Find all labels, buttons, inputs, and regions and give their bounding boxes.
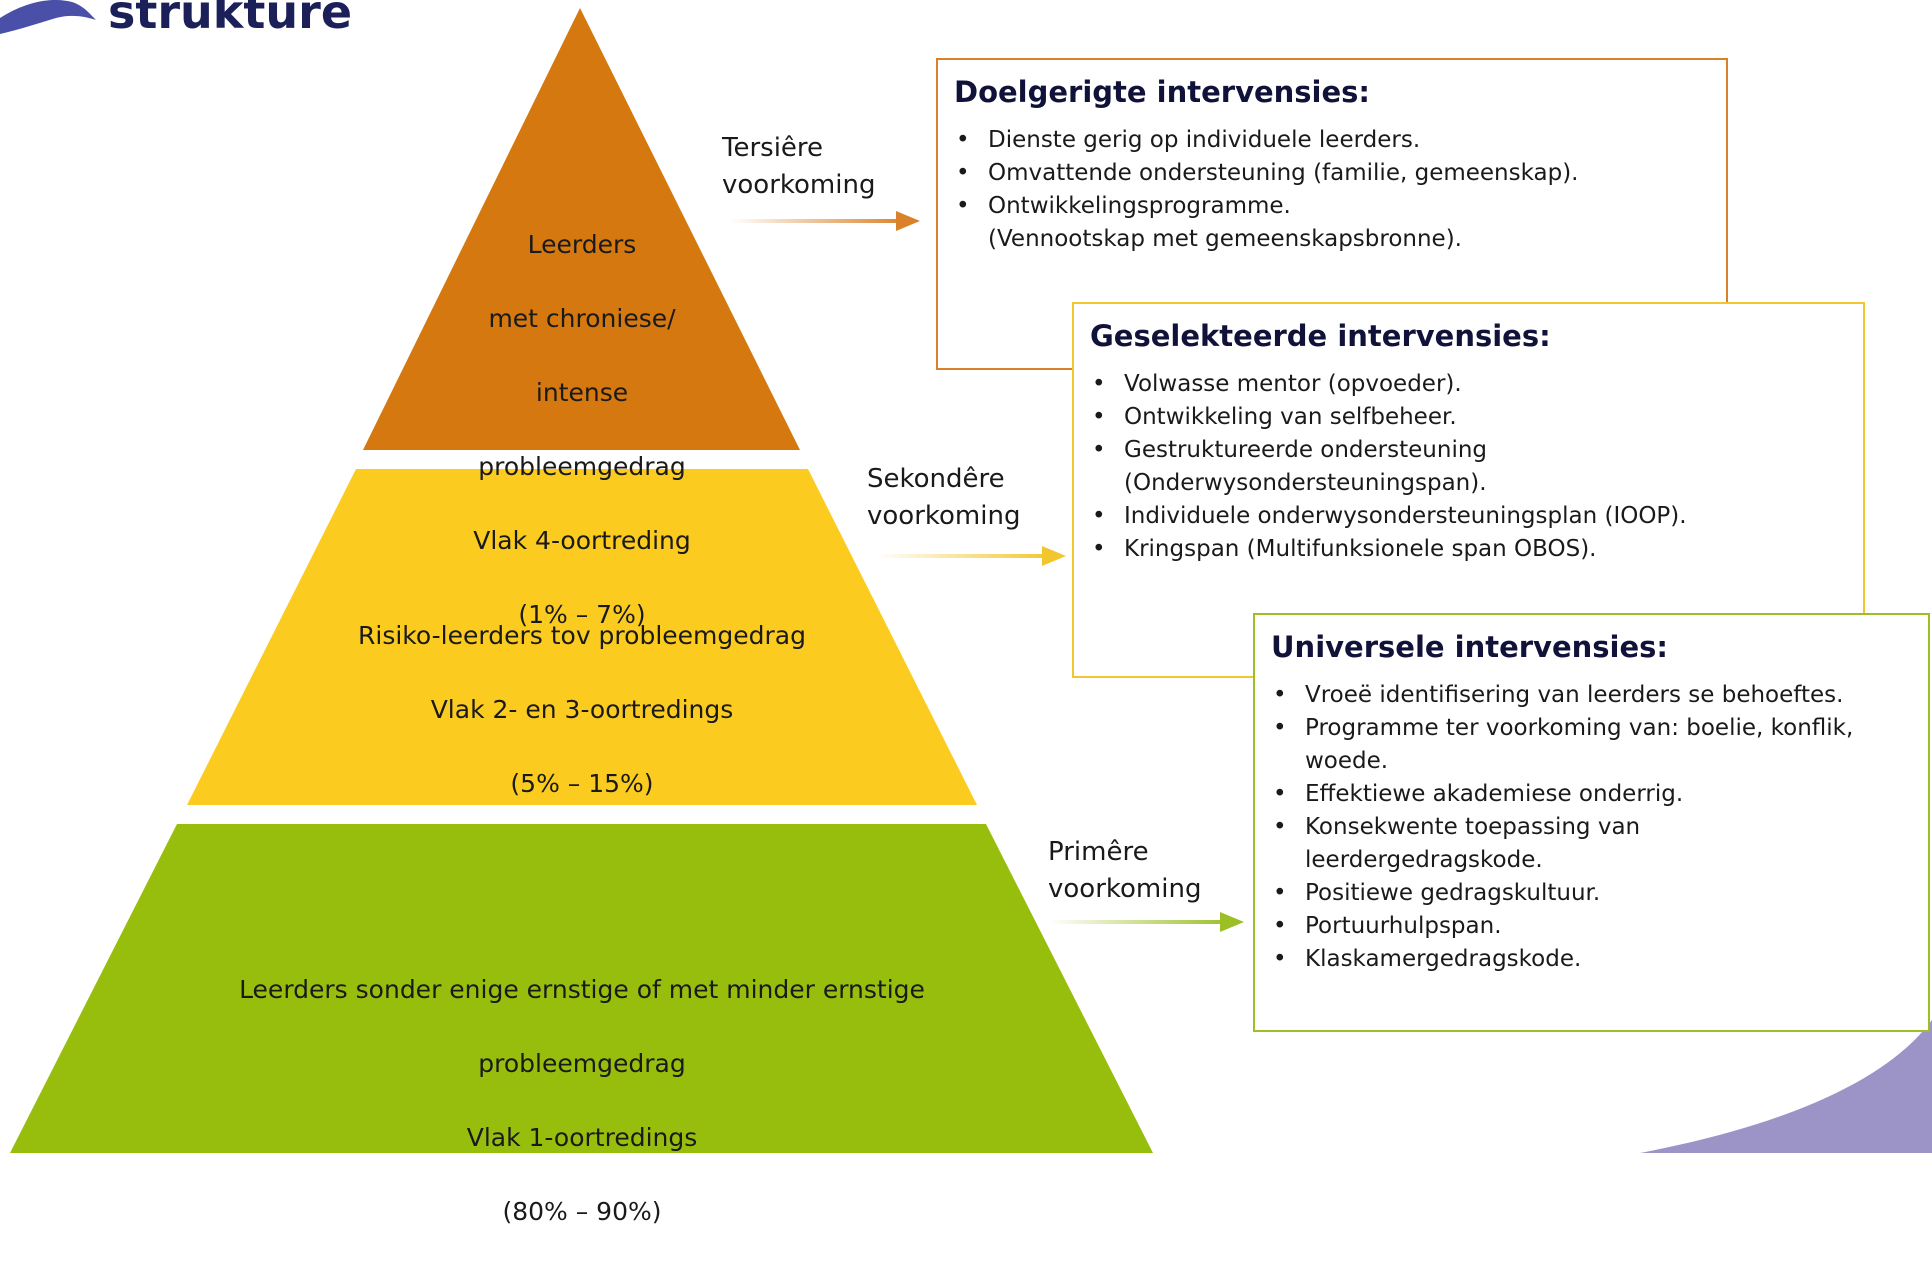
list-item-text: Ontwikkeling van selfbeheer. — [1124, 404, 1457, 430]
arrow-secondary-icon — [875, 546, 1066, 566]
universal-interventions-title: Universele intervensies: — [1271, 630, 1669, 664]
list-item-text: leerdergedragskode. — [1305, 847, 1543, 873]
list-item-text: (Vennootskap met gemeenskapsbronne). — [988, 226, 1462, 252]
pyramid-diagram: strukture Leerders met chroniese/ intens… — [0, 0, 1932, 1226]
universal-interventions-box: Universele intervensies: •Vroeë identifi… — [1253, 613, 1930, 1032]
list-item-text: Kringspan (Multifunksionele span OBOS). — [1124, 536, 1597, 562]
tier-middle-line: (5% – 15%) — [510, 769, 654, 798]
list-item: •Portuurhulpspan. — [1271, 910, 1914, 943]
logo-swoosh-icon — [0, 0, 96, 34]
prevention-label-line: Primêre — [1048, 837, 1149, 867]
targeted-interventions-title: Doelgerigte intervensies: — [954, 75, 1371, 109]
tier-bottom-line: probleemgedrag — [478, 1049, 686, 1078]
list-item-text: Programme ter voorkoming van: boelie, ko… — [1305, 715, 1854, 741]
pyramid-tier-top — [363, 8, 800, 450]
list-item: •Ontwikkeling van selfbeheer. — [1090, 401, 1847, 434]
secondary-prevention-label: Sekondêre voorkoming — [867, 461, 1020, 535]
prevention-label-line: Sekondêre — [867, 464, 1005, 494]
list-item: •Klaskamergedragskode. — [1271, 943, 1914, 976]
list-item-text: (Onderwysondersteuningspan). — [1124, 470, 1487, 496]
list-item-text: Positiewe gedragskultuur. — [1305, 880, 1601, 906]
list-item: •Ontwikkelingsprogramme.(Vennootskap met… — [954, 190, 1710, 256]
prevention-label-line: Tersiêre — [722, 133, 824, 163]
corner-swoosh-shape — [1640, 1020, 1932, 1153]
list-item: •Individuele onderwysondersteuningsplan … — [1090, 500, 1847, 533]
tier-middle-line: Vlak 2- en 3-oortredings — [430, 695, 734, 724]
tier-top-line: probleemgedrag — [478, 452, 686, 481]
tier-top-line: Leerders — [527, 230, 637, 259]
arrow-tertiary-icon — [730, 211, 920, 231]
prevention-label-line: voorkoming — [867, 501, 1021, 531]
tier-bottom-line: Vlak 1-oortredings — [466, 1123, 698, 1152]
targeted-interventions-list: •Dienste gerig op individuele leerders. … — [954, 124, 1710, 256]
selected-interventions-list: •Volwasse mentor (opvoeder). •Ontwikkeli… — [1090, 368, 1847, 566]
list-item: •Omvattende ondersteuning (familie, geme… — [954, 157, 1710, 190]
list-item-text: Omvattende ondersteuning (familie, gemee… — [988, 160, 1579, 186]
list-item-text: woede. — [1305, 748, 1389, 774]
list-item-text: Portuurhulpspan. — [1305, 913, 1502, 939]
diagram-graphics — [0, 0, 1932, 1153]
list-item: •Programme ter voorkoming van: boelie, k… — [1271, 712, 1914, 778]
tier-top-line: (1% – 7%) — [518, 600, 646, 629]
list-item: •Volwasse mentor (opvoeder). — [1090, 368, 1847, 401]
list-item: •Kringspan (Multifunksionele span OBOS). — [1090, 533, 1847, 566]
universal-interventions-list: •Vroeë identifisering van leerders se be… — [1271, 679, 1914, 976]
list-item-text: Volwasse mentor (opvoeder). — [1124, 371, 1462, 397]
tier-bottom-line: Leerders sonder enige ernstige of met mi… — [239, 975, 925, 1004]
list-item-text: Individuele onderwysondersteuningsplan (… — [1124, 503, 1687, 529]
prevention-label-line: voorkoming — [1048, 874, 1202, 904]
list-item: •Gestruktureerde ondersteuning(Onderwyso… — [1090, 434, 1847, 500]
tier-bottom-line: (80% – 90%) — [502, 1197, 662, 1226]
list-item-text: Dienste gerig op individuele leerders. — [988, 127, 1421, 153]
list-item-text: Vroeë identifisering van leerders se beh… — [1305, 682, 1844, 708]
list-item: •Effektiewe akademiese onderrig. — [1271, 778, 1914, 811]
prevention-label-line: voorkoming — [722, 170, 876, 200]
tier-middle-line: Risiko-leerders tov probleemgedrag — [358, 621, 806, 650]
logo-text: strukture — [108, 0, 353, 39]
list-item-text: Effektiewe akademiese onderrig. — [1305, 781, 1684, 807]
arrow-primary-icon — [1050, 912, 1244, 932]
tertiary-prevention-label: Tersiêre voorkoming — [722, 130, 875, 204]
tier-top-line: intense — [535, 378, 629, 407]
list-item: •Positiewe gedragskultuur. — [1271, 877, 1914, 910]
tier-bottom-text: Leerders sonder enige ernstige of met mi… — [152, 934, 1012, 1267]
pyramid-tier-middle — [187, 469, 977, 805]
selected-interventions-title: Geselekteerde intervensies: — [1090, 319, 1551, 353]
tier-top-line: Vlak 4-oortreding — [473, 526, 691, 555]
tier-top-line: met chroniese/ — [488, 304, 676, 333]
list-item: •Dienste gerig op individuele leerders. — [954, 124, 1710, 157]
list-item-text: Ontwikkelingsprogramme. — [988, 193, 1291, 219]
list-item-text: Klaskamergedragskode. — [1305, 946, 1582, 972]
tier-middle-text: Risiko-leerders tov probleemgedrag Vlak … — [282, 580, 882, 839]
list-item-text: Gestruktureerde ondersteuning — [1124, 437, 1488, 463]
list-item-text: Konsekwente toepassing van — [1305, 814, 1641, 840]
pyramid-tier-bottom — [10, 824, 1153, 1153]
tier-top-text: Leerders met chroniese/ intense probleem… — [432, 189, 732, 670]
primary-prevention-label: Primêre voorkoming — [1048, 834, 1201, 908]
targeted-interventions-box: Doelgerigte intervensies: •Dienste gerig… — [936, 58, 1728, 370]
list-item: •Vroeë identifisering van leerders se be… — [1271, 679, 1914, 712]
